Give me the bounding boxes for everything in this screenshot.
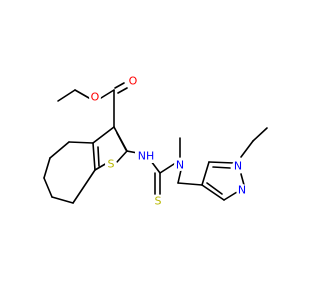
atom-s-thione: S — [152, 195, 164, 208]
bond — [201, 184, 225, 201]
atom-n-pyrazole-1-label: N — [234, 160, 242, 173]
bond — [72, 169, 96, 204]
bond — [206, 182, 223, 195]
bond — [68, 141, 94, 144]
atom-s-thione-label: S — [155, 195, 162, 208]
bond — [177, 182, 203, 186]
bond — [159, 163, 175, 174]
bond — [212, 166, 231, 169]
bond — [117, 87, 128, 94]
bond — [114, 82, 125, 89]
bond-lines — [43, 82, 268, 204]
atom-s-thiophene-label: S — [108, 158, 115, 171]
atom-n-pyrazole-2: N — [236, 184, 248, 197]
atom-n-methyl-label: N — [176, 159, 184, 172]
molecule-structure: O O NH N S S N N — [43, 75, 268, 208]
bond — [240, 140, 254, 158]
atom-labels: O O NH N S S N N — [89, 75, 248, 208]
atom-nh-amide-label: NH — [138, 150, 155, 163]
bond — [43, 157, 51, 179]
bond — [116, 132, 127, 151]
atom-n-methyl: N — [174, 159, 186, 172]
bond — [51, 196, 74, 204]
bond — [57, 89, 76, 102]
atom-n-pyrazole-2-label: N — [238, 184, 246, 197]
bond — [208, 161, 235, 164]
bond — [49, 141, 70, 159]
bond — [92, 126, 115, 144]
bond — [116, 150, 128, 163]
atom-s-thiophene: S — [105, 158, 117, 171]
bond — [97, 146, 100, 167]
bond — [177, 169, 182, 184]
bond — [100, 89, 115, 99]
atom-o-ether: O — [89, 91, 101, 104]
bond — [74, 89, 90, 99]
bond — [240, 173, 245, 186]
bond — [201, 161, 210, 186]
bond — [92, 142, 96, 171]
bond — [223, 191, 238, 201]
atom-o-ether-label: O — [91, 91, 100, 104]
bond — [43, 177, 53, 198]
atom-n-pyrazole-1: N — [232, 160, 244, 173]
bond — [252, 127, 268, 142]
atom-nh-amide: NH — [135, 150, 157, 163]
atom-o-carbonyl: O — [127, 75, 139, 88]
bond — [94, 162, 108, 171]
atom-o-carbonyl-label: O — [129, 75, 138, 88]
